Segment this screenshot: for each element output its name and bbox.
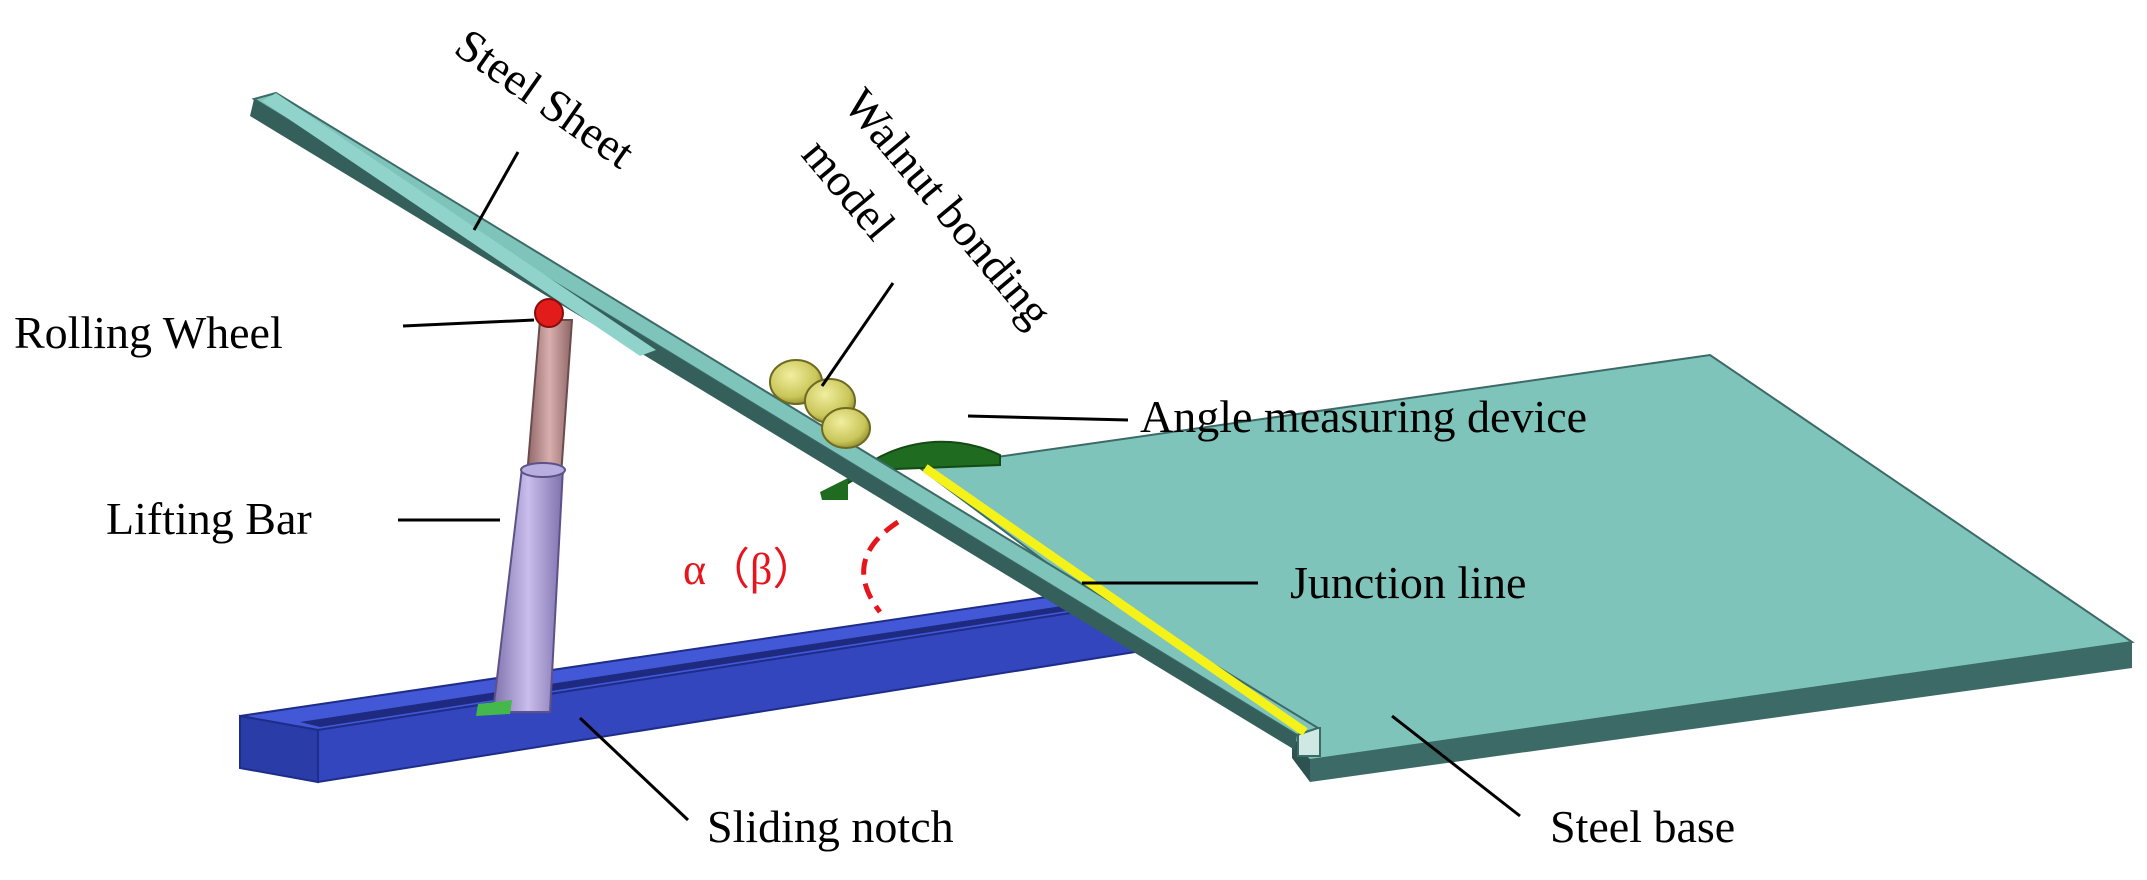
label-angle-device: Angle measuring device — [1140, 391, 1587, 442]
label-rolling-wheel: Rolling Wheel — [14, 307, 283, 358]
lift-collar — [520, 462, 566, 478]
walnut-icon — [821, 407, 871, 449]
lift-lower-tube — [491, 467, 565, 713]
junction-line — [922, 464, 1308, 736]
leader-sliding-notch — [578, 716, 690, 822]
leader-angle-device — [967, 414, 1129, 422]
lift-upper-tube — [525, 319, 574, 477]
leader-steel-base — [1391, 714, 1521, 818]
label-lifting-bar: Lifting Bar — [106, 493, 312, 544]
label-junction-line: Junction line — [1290, 557, 1526, 608]
base-left-edge — [1292, 735, 1310, 782]
walnut-model — [769, 359, 871, 449]
sheet-upper-highlight — [262, 93, 656, 356]
angle-arc — [861, 519, 900, 614]
sliding-rail — [239, 593, 1136, 784]
leader-lines — [398, 151, 1521, 822]
label-angle-symbol: α（β） — [683, 545, 816, 594]
label-steel-base: Steel base — [1550, 801, 1735, 852]
steel-sheet — [250, 91, 1321, 750]
slider-block-icon — [476, 700, 512, 716]
leader-rolling-wheel — [402, 318, 535, 328]
protractor-lower-icon — [820, 478, 848, 500]
base-front-edge — [1310, 642, 2132, 782]
label-sliding-notch: Sliding notch — [707, 801, 954, 852]
leader-steel-sheet — [472, 151, 520, 231]
label-steel-sheet: Steel Sheet — [446, 18, 644, 178]
lifting-bar — [476, 298, 574, 716]
leader-walnut — [820, 282, 895, 387]
rolling-wheel-icon — [534, 298, 564, 328]
